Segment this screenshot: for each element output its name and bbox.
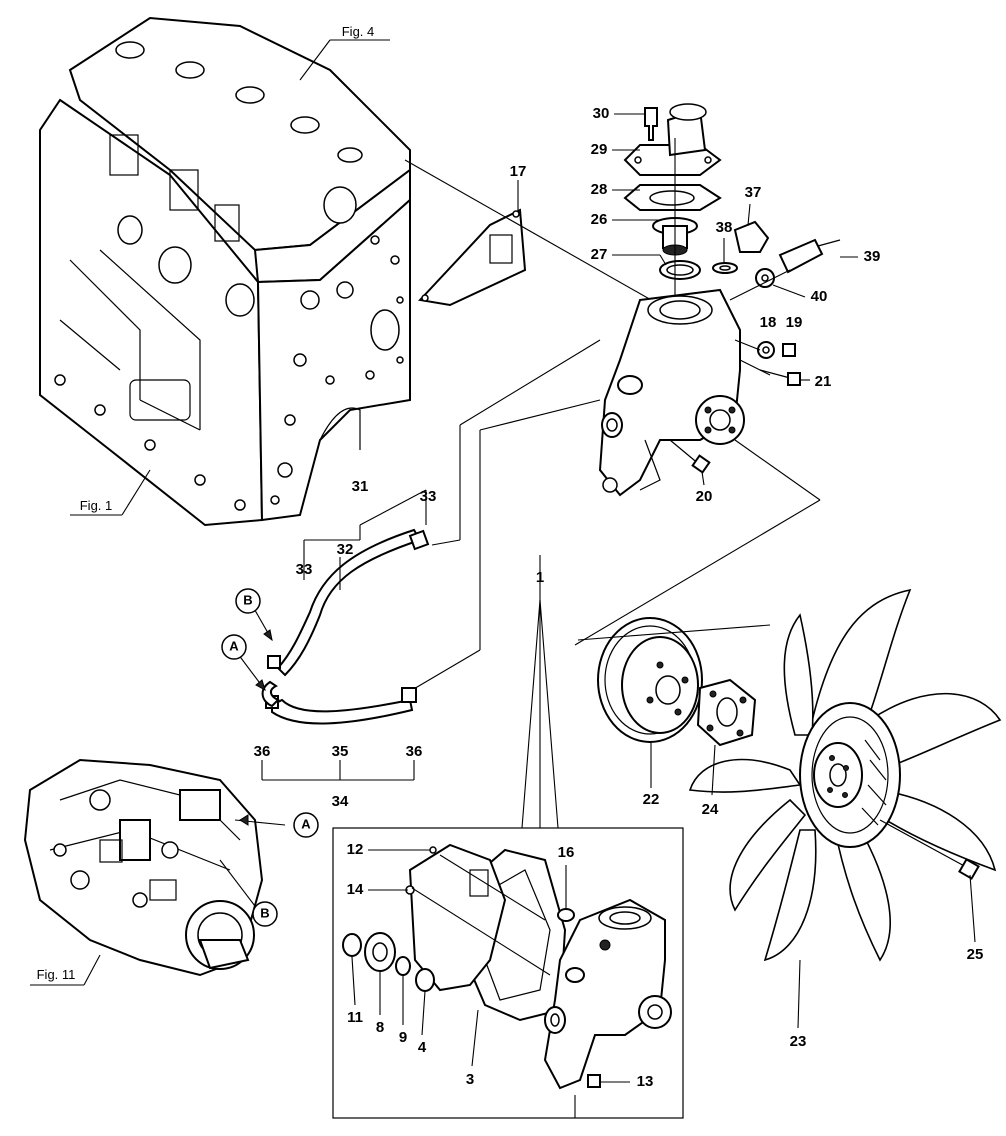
- callout-1: 1: [536, 569, 544, 586]
- marker-a-pump[interactable]: A: [293, 812, 319, 838]
- callout-23: 23: [790, 1033, 807, 1050]
- fig1-label: Fig. 1: [80, 498, 113, 513]
- callout-35: 35: [332, 743, 349, 760]
- callout-39: 39: [864, 248, 881, 265]
- callout-9: 9: [399, 1029, 407, 1046]
- gasket-17: [404, 159, 661, 307]
- callout-36a: 36: [254, 743, 271, 760]
- callout-38: 38: [716, 219, 733, 236]
- svg-text:B: B: [260, 905, 269, 920]
- callout-14: 14: [347, 881, 364, 898]
- callout-4: 4: [418, 1039, 427, 1056]
- callout-27: 27: [591, 246, 608, 263]
- callout-3: 3: [466, 1071, 474, 1088]
- callout-22: 22: [643, 791, 660, 808]
- callout-36b: 36: [406, 743, 423, 760]
- callout-16: 16: [558, 844, 575, 861]
- callout-11: 11: [347, 1009, 363, 1026]
- water-pump-assembly: [411, 288, 821, 691]
- fig4-label: Fig. 4: [342, 24, 375, 39]
- callout-40: 40: [811, 288, 828, 305]
- callout-37: 37: [745, 184, 762, 201]
- callout-labels: 30 29 28 26 27 17 37 38 39 40 18 19 21 2…: [254, 105, 984, 1090]
- fig11-label: Fig. 11: [37, 967, 76, 982]
- callout-18: 18: [760, 314, 777, 331]
- marker-a-hose[interactable]: A: [221, 634, 247, 660]
- callout-17: 17: [510, 163, 527, 180]
- engine-block: [39, 16, 411, 527]
- callout-31: 31: [352, 478, 369, 495]
- callout-26: 26: [591, 211, 608, 228]
- svg-text:A: A: [229, 638, 239, 653]
- callout-8: 8: [376, 1019, 384, 1036]
- thermostat-stack: [623, 103, 722, 300]
- svg-text:B: B: [243, 592, 252, 607]
- sensor-parts: [712, 220, 841, 301]
- fig11-reference[interactable]: Fig. 11: [30, 954, 101, 986]
- callout-21: 21: [815, 373, 832, 390]
- callout-29: 29: [591, 141, 608, 158]
- fig1-reference[interactable]: Fig. 1: [70, 469, 151, 516]
- callout-20: 20: [696, 488, 713, 505]
- callout-19: 19: [786, 314, 803, 331]
- spacer-24: [696, 678, 757, 747]
- callout-33b: 33: [296, 561, 313, 578]
- callout-24: 24: [702, 801, 719, 818]
- callout-12: 12: [347, 841, 364, 858]
- callout-34: 34: [332, 793, 349, 810]
- callout-28: 28: [591, 181, 608, 198]
- marker-b-pump[interactable]: B: [252, 901, 278, 927]
- callout-30: 30: [593, 105, 610, 122]
- fuel-injection-pump: [23, 758, 286, 977]
- callout-32: 32: [337, 541, 354, 558]
- pulley-22: [597, 617, 703, 743]
- callout-33a: 33: [420, 488, 437, 505]
- callout-25: 25: [967, 946, 984, 963]
- fig4-reference[interactable]: Fig. 4: [299, 24, 390, 81]
- hoses: [234, 489, 430, 781]
- marker-b-hose[interactable]: B: [235, 588, 261, 614]
- fan-23: [577, 588, 1002, 962]
- svg-text:A: A: [301, 816, 311, 831]
- callout-13: 13: [637, 1073, 654, 1090]
